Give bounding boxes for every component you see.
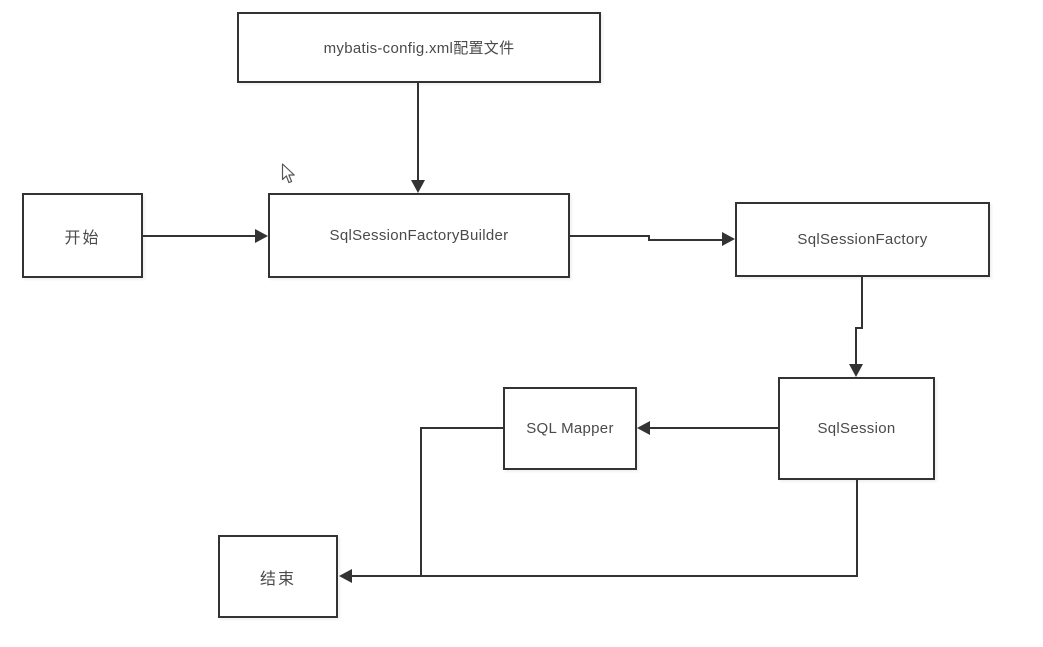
- edge-factory-to-session-seg2: [855, 327, 857, 365]
- node-sql-mapper[interactable]: SQL Mapper: [503, 387, 637, 470]
- edge-session-to-end-horizontal: [352, 575, 858, 577]
- edge-factory-to-session-jog: [855, 327, 863, 329]
- node-start[interactable]: 开始: [22, 193, 143, 278]
- arrowhead-right-icon: [722, 232, 735, 246]
- arrowhead-down-icon: [849, 364, 863, 377]
- node-end-label: 结束: [259, 570, 296, 588]
- arrowhead-left-icon: [637, 421, 650, 435]
- edge-session-to-mapper: [650, 427, 778, 429]
- node-sqlsessionfactory[interactable]: SqlSessionFactory: [735, 202, 990, 277]
- edge-start-to-builder: [143, 235, 255, 237]
- edge-config-to-builder: [417, 83, 419, 180]
- edge-builder-to-factory-seg2: [648, 239, 722, 241]
- node-start-label: 开始: [64, 229, 101, 247]
- node-sqlsessionfactory-label: SqlSessionFactory: [797, 231, 928, 248]
- node-sqlsession[interactable]: SqlSession: [778, 377, 935, 480]
- edge-factory-to-session-seg1: [861, 277, 863, 329]
- node-config-file[interactable]: mybatis-config.xml配置文件: [237, 12, 601, 83]
- edge-builder-to-factory-jog: [648, 235, 650, 241]
- edge-mapper-join-horizontal: [420, 427, 505, 429]
- mouse-cursor-icon: [281, 163, 296, 190]
- arrowhead-left-icon: [339, 569, 352, 583]
- edge-session-to-end-vertical: [856, 480, 858, 577]
- node-sqlsessionfactorybuilder-label: SqlSessionFactoryBuilder: [329, 227, 509, 244]
- edge-mapper-join-vertical: [420, 427, 422, 577]
- arrowhead-right-icon: [255, 229, 268, 243]
- arrowhead-down-icon: [411, 180, 425, 193]
- node-sqlsessionfactorybuilder[interactable]: SqlSessionFactoryBuilder: [268, 193, 570, 278]
- node-config-file-label: mybatis-config.xml配置文件: [323, 40, 515, 57]
- node-sql-mapper-label: SQL Mapper: [526, 420, 614, 437]
- edge-builder-to-factory-seg1: [570, 235, 650, 237]
- node-end[interactable]: 结束: [218, 535, 338, 618]
- node-sqlsession-label: SqlSession: [817, 420, 896, 437]
